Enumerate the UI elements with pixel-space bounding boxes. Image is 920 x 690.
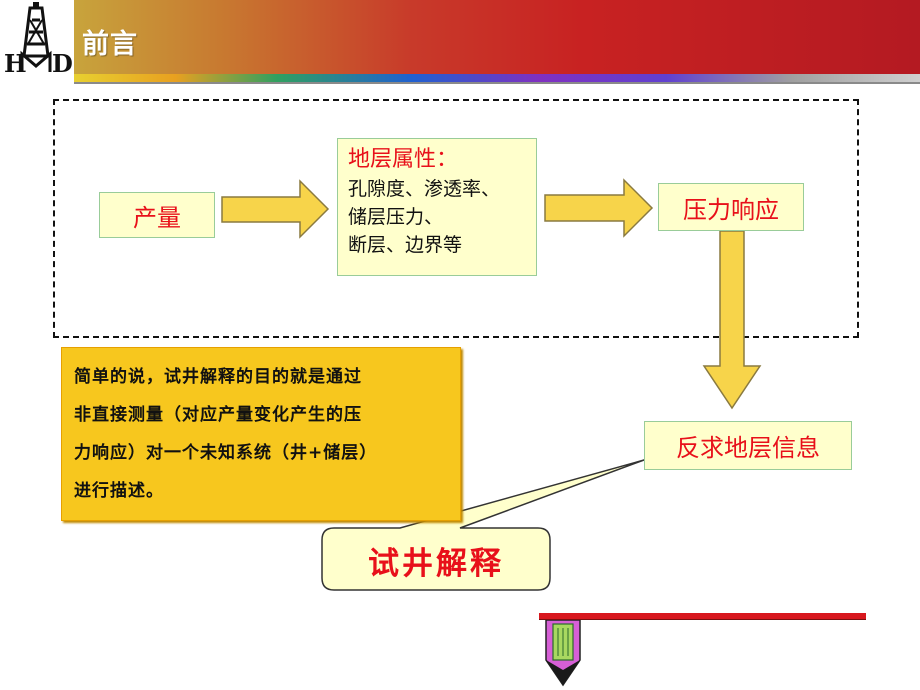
properties-line: 储层压力、 xyxy=(348,206,444,228)
header-divider xyxy=(74,82,920,84)
properties-title: 地层属性： xyxy=(348,147,459,172)
inverse-formation-info-box: 反求地层信息 xyxy=(644,421,852,470)
company-logo: H D xyxy=(0,0,74,78)
page-title: 前言 xyxy=(82,29,138,60)
header-rainbow-stripe xyxy=(74,74,920,82)
summary-box: 简单的说，试井解释的目的就是通过 非直接测量（对应产量变化产生的压 力响应）对一… xyxy=(61,347,461,521)
properties-line: 断层、边界等 xyxy=(348,234,463,256)
well-test-interpretation-callout: 试井解释 xyxy=(368,545,504,582)
summary-line: 非直接测量（对应产量变化产生的压 xyxy=(74,405,362,425)
summary-line: 进行描述。 xyxy=(74,481,164,501)
system-frame xyxy=(53,99,859,338)
svg-text:D: D xyxy=(52,49,73,78)
derrick-icon: H D xyxy=(4,2,73,78)
production-box: 产量 xyxy=(99,192,215,238)
footer-bar xyxy=(539,613,866,620)
pressure-response-box: 压力响应 xyxy=(658,183,804,231)
formation-properties-box: 地层属性： 孔隙度、渗透率、 储层压力、 断层、边界等 xyxy=(337,138,537,276)
arrow-pressure-to-inverse xyxy=(702,230,762,410)
arrow-production-to-properties xyxy=(221,179,330,239)
header-bar xyxy=(74,0,920,74)
arrow-properties-to-pressure xyxy=(544,178,654,238)
summary-line: 力响应）对一个未知系统（井+储层） xyxy=(74,443,378,463)
callout-shape xyxy=(321,459,645,591)
summary-line: 简单的说，试井解释的目的就是通过 xyxy=(74,367,362,387)
properties-line: 孔隙度、渗透率、 xyxy=(348,178,501,200)
pen-ornament-icon xyxy=(545,619,581,687)
